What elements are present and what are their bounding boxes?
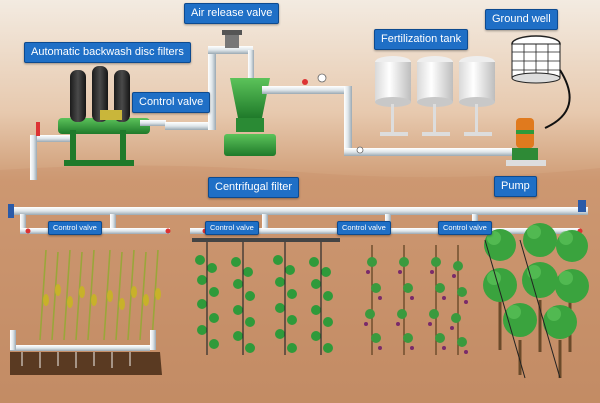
label-control-valve-field-3: Control valve xyxy=(337,221,391,235)
field-vegetables xyxy=(192,238,340,355)
field-grapes xyxy=(364,245,468,355)
label-control-valve-field-2: Control valve xyxy=(205,221,259,235)
ground-well xyxy=(511,35,571,129)
main-supply-pipe xyxy=(165,46,253,130)
centrifugal-filter xyxy=(224,50,352,156)
label-control-valve-field-1: Control valve xyxy=(48,221,102,235)
label-disc-filters: Automatic backwash disc filters xyxy=(24,42,191,63)
label-air-release-valve: Air release valve xyxy=(184,3,280,24)
label-control-valve-field-4: Control valve xyxy=(438,221,492,235)
fertilization-tank-2 xyxy=(417,56,453,136)
inlet-pipe xyxy=(30,122,70,180)
air-release-valve xyxy=(222,30,242,48)
fertilization-tank-3 xyxy=(459,56,495,136)
label-centrifugal-filter: Centrifugal filter xyxy=(208,177,300,198)
fertilization-tanks xyxy=(375,56,495,136)
field-orchard xyxy=(483,223,589,379)
automatic-backwash-disc-filters xyxy=(58,66,178,166)
pump xyxy=(506,118,546,166)
label-pump: Pump xyxy=(494,176,537,197)
fertilization-tank-1 xyxy=(375,56,411,136)
field-corn xyxy=(10,249,162,375)
fertigation-pipe xyxy=(344,86,524,156)
label-fertilization-tank: Fertilization tank xyxy=(374,29,469,50)
label-control-valve-main: Control valve xyxy=(132,92,211,113)
label-ground-well: Ground well xyxy=(485,9,558,30)
